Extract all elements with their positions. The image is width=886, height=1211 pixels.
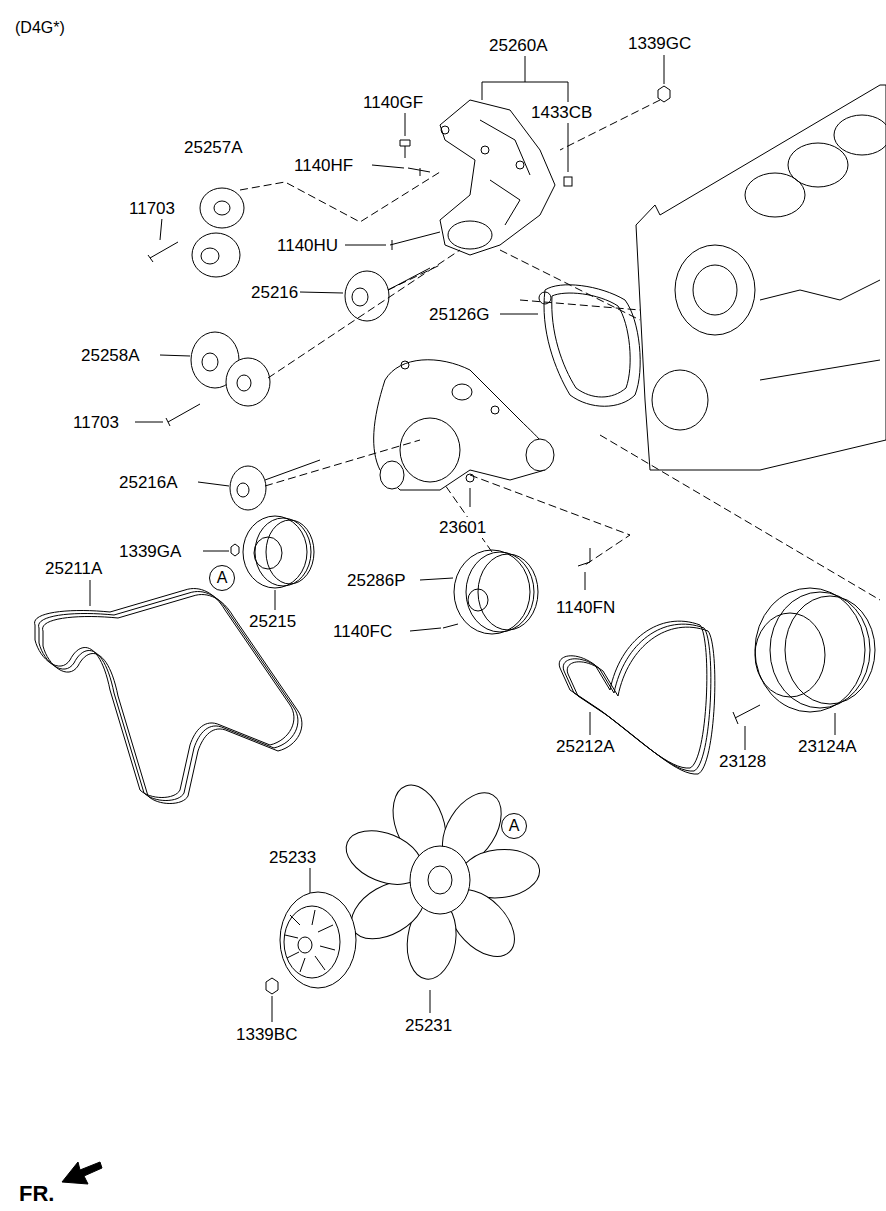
callout-number: 25212A (555, 736, 616, 757)
callout-number: 23124A (797, 736, 858, 757)
callout-number: 23128 (718, 751, 767, 772)
callout-number: 25258A (80, 345, 141, 366)
callout-number: 1140FN (555, 597, 616, 618)
reference-circle: A (501, 813, 527, 839)
callout-number: 1140FC (332, 621, 393, 642)
callout-number: 1140GF (362, 92, 424, 113)
callout-number: 23601 (438, 517, 487, 538)
callout-number: 11703 (72, 412, 120, 433)
callout-number: 25231 (404, 1015, 453, 1036)
callout-number: 1433CB (530, 102, 593, 123)
callout-number: 25257A (183, 137, 244, 158)
callout-number: 1339GC (627, 33, 692, 54)
callout-number: 1339BC (235, 1024, 298, 1045)
callout-number: 25126G (428, 304, 491, 325)
callout-number: 1339GA (118, 541, 182, 562)
callout-number: 25211A (44, 558, 103, 579)
reference-circle: A (209, 565, 235, 591)
callout-number: 25216 (250, 282, 299, 303)
front-arrow (62, 1162, 102, 1184)
callout-number: 25216A (118, 472, 179, 493)
callout-number: 25215 (248, 611, 297, 632)
reference-letter: A (217, 569, 228, 587)
callout-number: 1140HU (276, 235, 339, 256)
callout-number: 25233 (268, 847, 317, 868)
callout-number: 1140HF (293, 155, 354, 176)
reference-letter: A (509, 817, 520, 835)
direction-label: FR. (18, 1181, 55, 1207)
callout-number: 25286P (346, 570, 407, 591)
callout-number: 25260A (488, 35, 549, 56)
callout-number: 11703 (128, 198, 176, 219)
variant-code: (D4G*) (14, 18, 66, 38)
